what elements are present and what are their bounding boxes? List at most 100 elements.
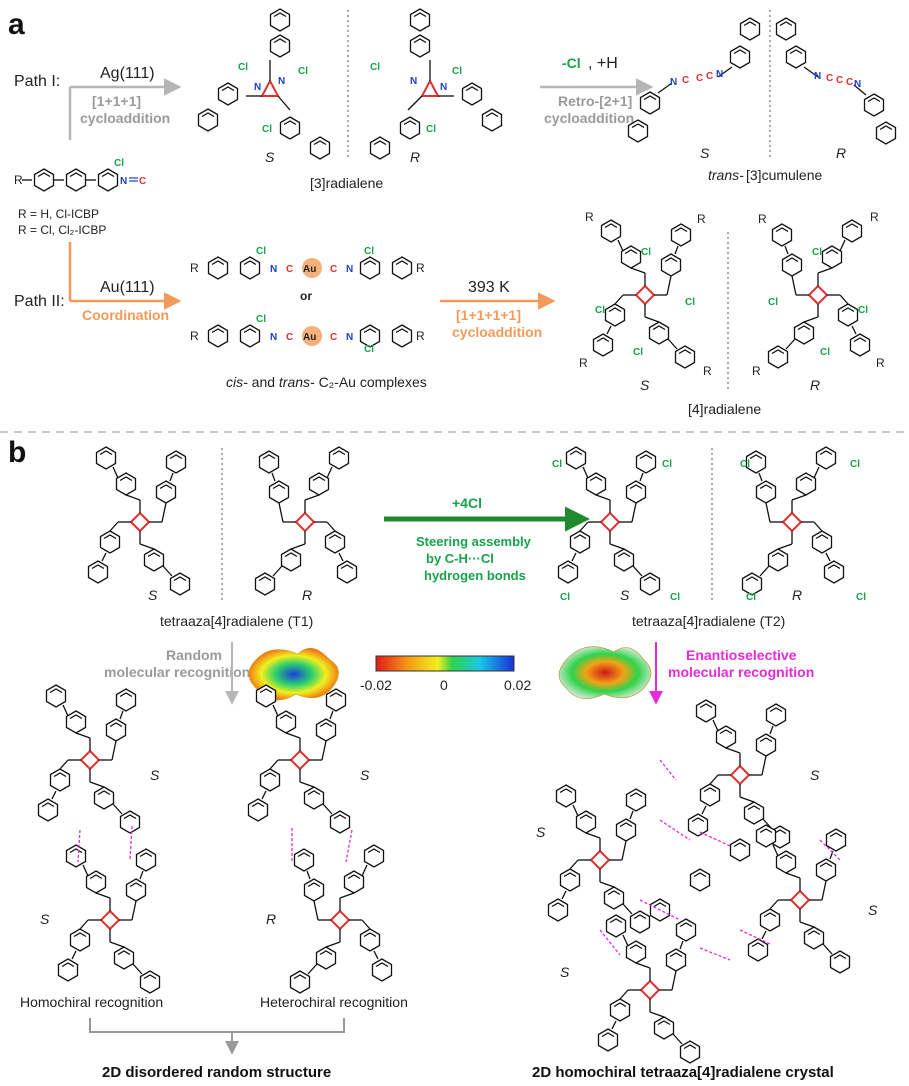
cl-atom: Cl	[114, 158, 124, 169]
r-group: R	[585, 210, 594, 224]
radialene4-r-structure	[769, 220, 870, 368]
c-atom: C	[286, 332, 293, 343]
complex-caption-cis: cis-	[226, 374, 248, 390]
homochiral-bottom-s: S	[40, 911, 50, 927]
n-atom: N	[410, 76, 417, 87]
path2-reaction: Coordination	[82, 307, 169, 323]
n-atom: N	[278, 76, 285, 87]
heterochiral-hbond-2	[345, 829, 353, 863]
complex-caption-rest: C₂-Au complexes	[315, 374, 427, 390]
path1-step2-reagent-h: , +H	[588, 55, 618, 72]
r-group: R	[697, 212, 706, 226]
n-atom: N	[270, 264, 277, 275]
complex-caption-and: and	[248, 374, 279, 390]
complex-caption: cis- and trans- C₂-Au complexes	[226, 374, 427, 390]
r-group: R	[190, 329, 199, 343]
cumulene-c-atom: C	[846, 77, 853, 88]
gold-atom: Au	[303, 264, 316, 275]
homochiral-caption: Homochiral recognition	[20, 994, 163, 1010]
cumulene-caption-trans: trans-	[708, 167, 744, 183]
crystal-molecule-3	[749, 825, 850, 973]
complex-or: or	[300, 289, 312, 303]
complex-trans-structure: R Cl N C Au C N Cl R	[190, 314, 425, 355]
cl-atom: Cl	[641, 247, 651, 258]
cumulene-caption-name: [3]cumulene	[746, 167, 822, 183]
r-group: R	[416, 261, 425, 275]
cl-atom: Cl	[820, 347, 830, 358]
colorbar-tick-mid: 0	[440, 677, 448, 693]
n-atom: N	[440, 82, 447, 93]
cl-atom: Cl	[662, 459, 672, 470]
r-group: R	[870, 210, 879, 224]
radialene3-r-structure: Cl Cl Cl N N	[369, 8, 503, 160]
t1-r-label: R	[302, 587, 312, 603]
heterochiral-top-s: S	[360, 767, 370, 783]
path1-label: Path I:	[14, 73, 60, 90]
crystal-hbond	[639, 899, 681, 921]
heterochiral-top-molecule	[249, 685, 350, 833]
crystal-hbond	[599, 929, 621, 956]
r-group: R	[876, 356, 885, 370]
cl-atom: Cl	[298, 66, 308, 77]
path1-step2-reaction-line2: cycloaddition	[544, 110, 634, 126]
n-atom: N	[854, 79, 861, 90]
complex-caption-trans: trans-	[279, 374, 315, 390]
radialene3-caption: [3]radialene	[310, 175, 383, 191]
cl-atom: Cl	[595, 305, 605, 316]
cl-atom: Cl	[685, 297, 695, 308]
n-atom: N	[346, 332, 353, 343]
cumulene-c-atom: C	[696, 73, 703, 84]
crystal-hbond	[659, 819, 691, 841]
n-atom: N	[716, 69, 723, 80]
complex-cis-structure: R Cl N C Au C N Cl R	[190, 246, 425, 280]
t2-s-label: S	[620, 587, 630, 603]
crystal-s-label-3: S	[868, 902, 878, 918]
cl-atom: Cl	[670, 592, 680, 603]
n-atom: N	[120, 176, 127, 187]
enantio-recog-line2: molecular recognition	[668, 664, 814, 680]
path1-reaction-line1: [1+1+1]	[92, 93, 141, 109]
path2-temperature: 393 K	[468, 279, 510, 296]
crystal-hbond	[659, 759, 677, 781]
cl-atom: Cl	[850, 459, 860, 470]
radialene4-s-structure: Cl Cl Cl Cl R R R R	[579, 210, 712, 378]
left-result-caption: 2D disordered random structure	[102, 1064, 331, 1081]
cumulene-s-structure: N C C C N	[627, 17, 761, 143]
t1-s-label: S	[148, 587, 158, 603]
homochiral-hbond-2	[129, 825, 133, 861]
cumulene-r-structure: N C C C N	[775, 17, 897, 145]
cl-atom: Cl	[426, 124, 436, 135]
crystal-network	[549, 700, 850, 1063]
n-atom: N	[270, 332, 277, 343]
radialene4-s-label: S	[640, 377, 650, 393]
crystal-molecule-4	[599, 915, 700, 1063]
cl-atom: Cl	[452, 66, 462, 77]
path2-step2-reaction-line1: [1+1+1+1]	[456, 307, 521, 323]
r-group: R	[752, 364, 761, 378]
crystal-molecule-1	[689, 700, 790, 848]
n-atom: N	[814, 71, 821, 82]
cl-atom: Cl	[256, 314, 266, 325]
left-bracket	[89, 1018, 345, 1033]
n-atom: N	[254, 82, 261, 93]
t1-s-structure	[89, 447, 190, 595]
radialene4-r-labels: Cl Cl Cl Cl R R R R	[752, 210, 885, 378]
right-result-caption: 2D homochiral tetraaza[4]radialene cryst…	[532, 1064, 834, 1081]
homochiral-top-molecule	[39, 685, 140, 833]
crystal-s-label-2: S	[536, 824, 546, 840]
gold-atom: Au	[303, 332, 316, 343]
steering-line1: Steering assembly	[416, 534, 532, 549]
radialene3-s-structure: Cl Cl Cl N N	[197, 8, 331, 160]
cumulene-c-atom: C	[836, 75, 843, 86]
radialene4-r-label: R	[810, 377, 820, 393]
cl-atom: Cl	[768, 297, 778, 308]
esp-colorbar	[375, 655, 515, 672]
cl-atom: Cl	[746, 592, 756, 603]
isocyanide-c-atom: C	[139, 176, 146, 187]
cl-atom: Cl	[364, 246, 374, 257]
cl-atom: Cl	[262, 124, 272, 135]
cumulene-r-label: R	[836, 145, 846, 161]
homochiral-top-s: S	[150, 767, 160, 783]
homochiral-bottom-molecule	[59, 845, 160, 993]
